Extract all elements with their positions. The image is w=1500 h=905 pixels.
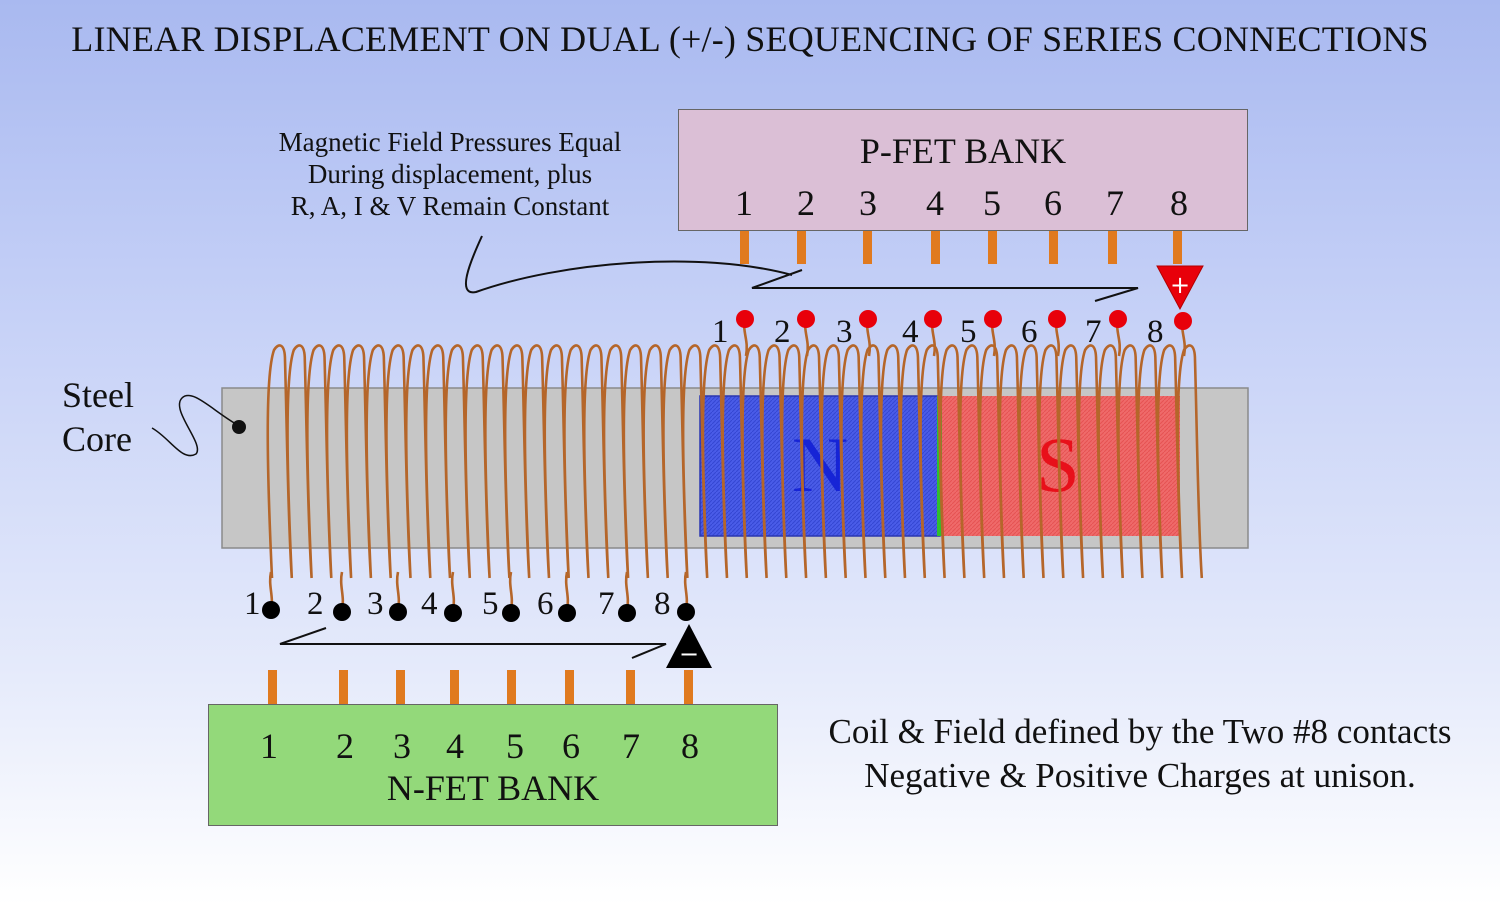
annotation-pointer	[465, 235, 793, 294]
positive-tap-dot	[859, 310, 877, 328]
p-fet-pin	[931, 231, 940, 264]
bottom-note-line-1: Coil & Field defined by the Two #8 conta…	[828, 712, 1452, 751]
positive-tap-dot	[1048, 310, 1066, 328]
n-bank-pin-label: 8	[681, 726, 699, 766]
positive-contact-triangle	[1156, 265, 1204, 311]
negative-tap-dot	[389, 603, 407, 621]
bottom-sequence-arrow	[279, 627, 667, 659]
bottom-note-line-2: Negative & Positive Charges at unison.	[864, 756, 1416, 795]
bottom-note: Coil & Field defined by the Two #8 conta…	[780, 710, 1500, 798]
n-fet-pin	[507, 670, 516, 704]
positive-tap-dot	[984, 310, 1002, 328]
annotation-line-3: R, A, I & V Remain Constant	[290, 191, 610, 221]
bottom-tap-number: 1	[244, 586, 261, 622]
negative-tap-dot	[502, 604, 520, 622]
bottom-tap-contacts	[262, 601, 695, 622]
diagram-title: LINEAR DISPLACEMENT ON DUAL (+/-) SEQUEN…	[71, 19, 1429, 59]
top-tap-number: 1	[712, 314, 729, 350]
negative-tap-dot	[618, 604, 636, 622]
top-tap-number: 2	[774, 314, 791, 350]
n-fet-pin	[339, 670, 348, 704]
positive-tap-dot	[797, 310, 815, 328]
steel-core-pointer	[151, 394, 237, 457]
n-bank-pin-label: 2	[336, 726, 354, 766]
bottom-tap-number: 4	[421, 586, 438, 622]
top-tap-number: 5	[960, 314, 977, 350]
n-bank-pin-label: 5	[506, 726, 524, 766]
top-tap-contacts	[736, 310, 1192, 330]
bottom-tap-number: 5	[482, 586, 499, 622]
top-sequence-arrow	[751, 269, 1139, 302]
p-bank-pin-label: 8	[1170, 183, 1188, 223]
positive-tap-dot	[1109, 310, 1127, 328]
n-fet-pin	[565, 670, 574, 704]
n-fet-pin	[396, 670, 405, 704]
positive-tap-dot	[924, 310, 942, 328]
steel-label: Steel	[62, 375, 134, 415]
n-bank-pin-label: 6	[562, 726, 580, 766]
bottom-tap-number: 2	[307, 586, 324, 622]
p-bank-pin-label: 3	[859, 183, 877, 223]
annotation-text: Magnetic Field Pressures Equal During di…	[250, 126, 650, 222]
p-fet-pin	[1173, 231, 1182, 264]
annotation-line-1: Magnetic Field Pressures Equal	[278, 127, 622, 157]
p-fet-pin	[988, 231, 997, 264]
bottom-tap-number: 6	[537, 586, 554, 622]
negative-symbol: −	[679, 640, 699, 668]
core-label: Core	[62, 419, 132, 459]
top-tap-number: 6	[1021, 314, 1038, 350]
positive-tap-dot	[736, 310, 754, 328]
p-fet-pin	[1108, 231, 1117, 264]
top-tap-number: 7	[1085, 314, 1102, 350]
negative-tap-dot	[677, 603, 695, 621]
p-bank-pin-label: 4	[926, 183, 944, 223]
p-bank-pin-label: 5	[983, 183, 1001, 223]
p-fet-pin	[863, 231, 872, 264]
negative-tap-dot	[444, 604, 462, 622]
p-bank-pin-label: 6	[1044, 183, 1062, 223]
p-bank-pin-label: 7	[1106, 183, 1124, 223]
n-fet-bank-label: N-FET BANK	[386, 768, 600, 808]
p-fet-bank-label: P-FET BANK	[859, 131, 1067, 171]
p-fet-pins	[740, 231, 1182, 264]
n-bank-pin-label: 3	[393, 726, 411, 766]
p-fet-pin	[740, 231, 749, 264]
p-fet-bank: P-FET BANK 1 2 3 4 5 6 7 8	[678, 109, 1248, 231]
n-fet-pin	[450, 670, 459, 704]
n-fet-bank: N-FET BANK 1 2 3 4 5 6 7 8	[208, 704, 778, 826]
n-fet-pins	[268, 670, 693, 704]
p-fet-pin	[1049, 231, 1058, 264]
p-fet-pin	[797, 231, 806, 264]
negative-tap-dot	[333, 603, 351, 621]
negative-contact-triangle	[666, 624, 712, 668]
n-fet-pin	[626, 670, 635, 704]
positive-symbol: +	[1170, 271, 1190, 299]
n-fet-pin	[268, 670, 277, 704]
negative-tap-dot	[262, 601, 280, 619]
n-bank-pin-label: 7	[622, 726, 640, 766]
n-bank-pin-label: 4	[446, 726, 464, 766]
p-bank-pin-label: 1	[735, 183, 753, 223]
steel-core-pointer-dot	[232, 420, 246, 434]
n-fet-pin	[684, 670, 693, 704]
top-tap-number: 8	[1147, 314, 1164, 350]
annotation-line-2: During displacement, plus	[307, 159, 593, 189]
bottom-tap-number: 8	[654, 586, 671, 622]
n-bank-pin-label: 1	[260, 726, 278, 766]
p-bank-pin-label: 2	[797, 183, 815, 223]
coil-turns	[266, 344, 1204, 579]
top-tap-number: 4	[902, 314, 919, 350]
bottom-tap-number: 3	[367, 586, 384, 622]
negative-tap-dot	[558, 604, 576, 622]
positive-tap-dot	[1174, 312, 1192, 330]
top-tap-number: 3	[836, 314, 853, 350]
bottom-tap-number: 7	[598, 586, 615, 622]
